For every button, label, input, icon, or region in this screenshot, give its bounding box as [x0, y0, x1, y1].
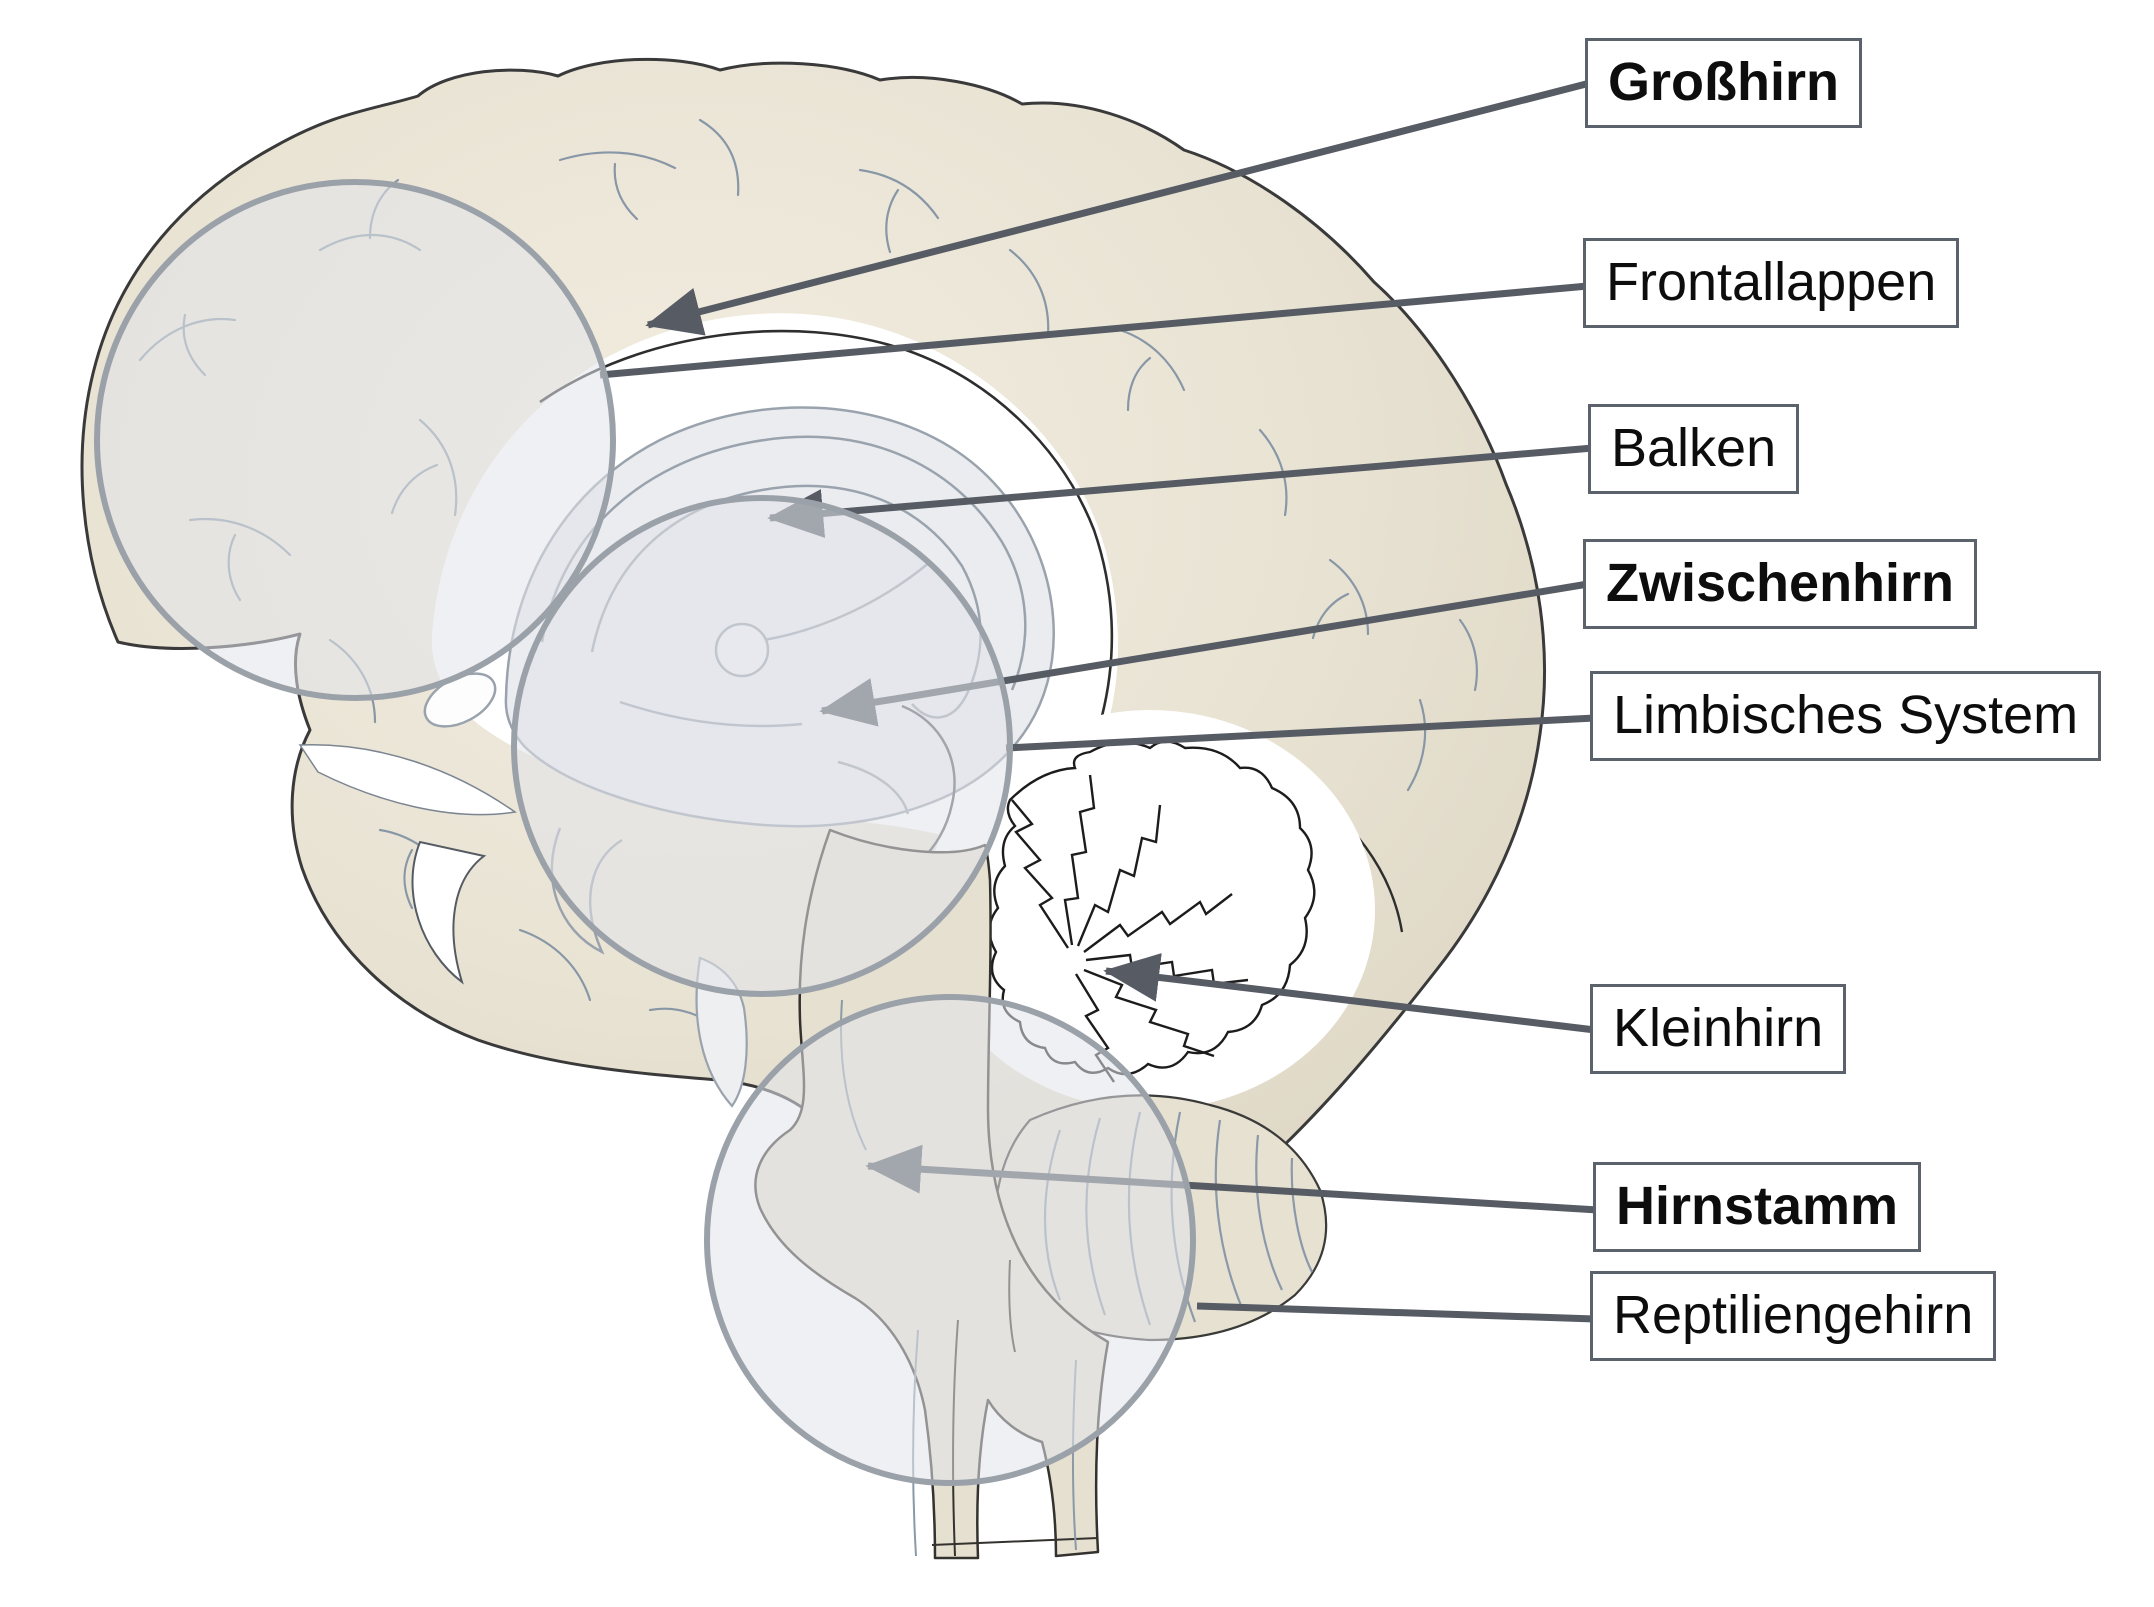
- leader-balken: [767, 444, 1594, 538]
- leader-frontallappen: [599, 282, 1589, 379]
- label-kleinhirn-text: Kleinhirn: [1613, 998, 1824, 1058]
- label-zwischenhirn: Zwischenhirn: [1583, 539, 1978, 629]
- label-grosshirn-text: Großhirn: [1608, 52, 1839, 112]
- label-balken-text: Balken: [1611, 418, 1777, 478]
- label-hirnstamm-text: Hirnstamm: [1616, 1176, 1899, 1236]
- leader-kleinhirn: [1103, 953, 1596, 1034]
- highlight-circle-limbisches-system: [511, 495, 1013, 997]
- highlight-circles: [94, 179, 1196, 1486]
- label-kleinhirn: Kleinhirn: [1590, 984, 1847, 1074]
- label-limbisches-system-text: Limbisches System: [1613, 685, 2079, 745]
- label-zwischenhirn-text: Zwischenhirn: [1606, 553, 1955, 613]
- label-frontallappen-text: Frontallappen: [1606, 252, 1937, 312]
- label-hirnstamm: Hirnstamm: [1593, 1162, 1922, 1252]
- label-grosshirn: Großhirn: [1585, 38, 1862, 128]
- label-reptiliengehirn-text: Reptiliengehirn: [1613, 1285, 1974, 1345]
- highlight-circle-reptiliengehirn: [704, 994, 1196, 1486]
- leader-grosshirn: [645, 79, 1591, 336]
- leader-reptiliengehirn: [1196, 1302, 1596, 1323]
- label-reptiliengehirn: Reptiliengehirn: [1590, 1271, 1997, 1361]
- highlight-circle-frontallappen: [94, 179, 616, 701]
- label-frontallappen: Frontallappen: [1583, 238, 1960, 328]
- cerebellum: [988, 740, 1316, 1083]
- lateral-fissure: [298, 744, 517, 816]
- leader-limbisches-system: [1005, 714, 1596, 752]
- label-balken: Balken: [1588, 404, 1800, 494]
- label-limbisches-system: Limbisches System: [1590, 671, 2102, 761]
